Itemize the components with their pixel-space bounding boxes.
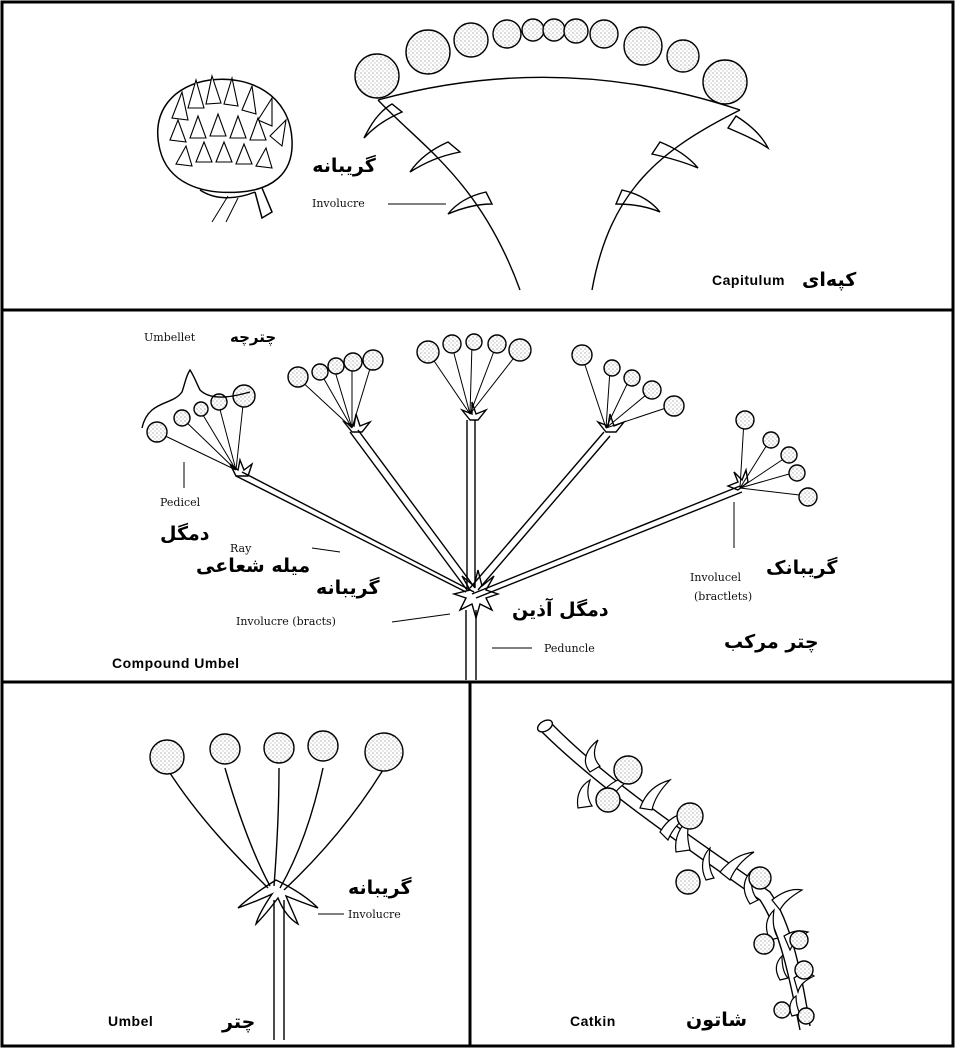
capitulum-involucre-label-fa: گریبانه bbox=[312, 154, 377, 177]
umbel-rays bbox=[236, 420, 742, 598]
umbellet-3 bbox=[417, 334, 531, 420]
involucre-label-fa: گریبانه bbox=[316, 576, 381, 599]
capitulum-sketch bbox=[158, 76, 292, 222]
compound-umbel-panel: Umbellet چترچه Pedicel دمگل Ray میله شعا… bbox=[112, 328, 838, 680]
pedicel-label-fa: دمگل bbox=[160, 522, 210, 545]
capitulum-title-fa: کپه‌ای bbox=[802, 269, 857, 291]
capitulum-involucre-label: Involucre bbox=[312, 197, 365, 210]
ray-label: Ray bbox=[230, 542, 252, 555]
catkin-title-fa: شاتون bbox=[686, 1009, 747, 1031]
umbellet-4 bbox=[572, 345, 684, 432]
catkin-title: Catkin bbox=[570, 1013, 616, 1029]
umbellet-2 bbox=[288, 350, 383, 432]
involucel-label: Involucel bbox=[690, 571, 742, 584]
capitulum-panel: گریبانه Involucre Capitulum کپه‌ای bbox=[158, 19, 857, 291]
compound-umbel-title: Compound Umbel bbox=[112, 655, 240, 671]
involucel-label-fa: گریبانک bbox=[766, 556, 838, 579]
peduncle-label-fa: دمگل آذین bbox=[512, 597, 609, 621]
umbel-title: Umbel bbox=[108, 1013, 153, 1029]
umbel-panel: گریبانه Involucre Umbel چتر bbox=[108, 731, 413, 1040]
ray-label-fa: میله شعاعی bbox=[196, 555, 310, 577]
umbel-title-fa: چتر bbox=[221, 1011, 255, 1033]
umbellet-label-fa: چترچه bbox=[230, 328, 276, 347]
catkin-panel: Catkin شاتون bbox=[536, 718, 814, 1031]
umbellet-1 bbox=[147, 385, 255, 476]
pedicel-label: Pedicel bbox=[160, 496, 201, 509]
involucel-label-note: (bractlets) bbox=[694, 590, 752, 603]
compound-umbel-title-fa: چتر مرکب bbox=[724, 631, 819, 653]
umbel-involucre-label-fa: گریبانه bbox=[348, 876, 413, 899]
umbellet-label: Umbellet bbox=[144, 331, 196, 344]
capitulum-title: Capitulum bbox=[712, 272, 785, 288]
peduncle-label: Peduncle bbox=[544, 642, 595, 655]
involucre-label: Involucre (bracts) bbox=[236, 615, 336, 628]
umbel-involucre-label: Involucre bbox=[348, 908, 401, 921]
